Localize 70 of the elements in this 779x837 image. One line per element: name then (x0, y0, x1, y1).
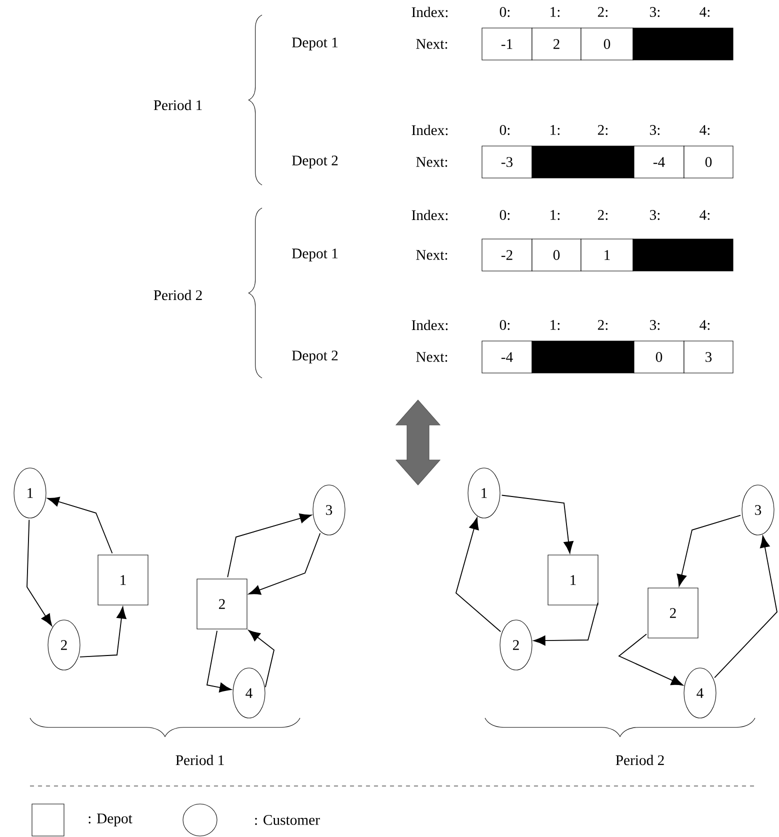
column-label: 0: (500, 125, 510, 135)
value-cell: 1 (580, 238, 634, 272)
column-label: 2: (598, 210, 608, 220)
column-label: 0: (500, 320, 510, 330)
column-label: 4: (700, 125, 710, 135)
depot-label: Depot 2 (292, 156, 338, 168)
arrow (501, 494, 574, 554)
blank-cell (632, 238, 734, 272)
depot-box: 1 (548, 554, 598, 606)
row-label: Index: (412, 210, 448, 220)
column-label: 2: (598, 7, 608, 17)
arrow (714, 536, 778, 678)
row-label: Next: (416, 157, 448, 167)
column-label: 0: (500, 7, 510, 17)
period-label: Period 1 (176, 754, 224, 766)
column-label: 3: (650, 210, 660, 220)
row-label: Next: (416, 39, 448, 49)
column-label: 2: (598, 320, 608, 330)
arrow (26, 519, 52, 626)
period-label: Period 1 (154, 100, 202, 110)
legend-label: : Depot (88, 814, 132, 826)
row-label: Index: (412, 124, 448, 136)
arrow (227, 513, 312, 578)
arrow (79, 606, 126, 658)
column-label: 4: (700, 320, 710, 330)
column-label: 4: (700, 210, 710, 220)
value-cell: 0 (580, 28, 634, 60)
blank-cell (632, 28, 734, 60)
column-label: 2: (598, 125, 608, 135)
depot-label: Depot 1 (292, 38, 338, 50)
value-cell: -4 (634, 146, 684, 178)
column-label: 3: (650, 320, 660, 330)
period-label: Period 2 (616, 754, 664, 766)
row-label: Index: (412, 6, 448, 18)
column-label: 1: (550, 125, 560, 135)
row-label: Next: (416, 250, 448, 260)
depot-label: Depot 1 (292, 248, 338, 262)
arrow (206, 630, 232, 692)
value-cell: 0 (634, 340, 684, 374)
depot-box: 1 (98, 554, 148, 606)
value-cell: -2 (482, 238, 532, 272)
value-cell: 3 (684, 340, 734, 374)
column-label: 3: (650, 7, 660, 17)
column-label: 1: (550, 210, 560, 220)
arrow (248, 630, 275, 688)
arrow (676, 514, 741, 586)
value-cell: 0 (684, 146, 734, 178)
depot-box: 2 (196, 578, 248, 630)
column-label: 0: (500, 210, 510, 220)
row-label: Next: (416, 352, 448, 362)
arrow (47, 496, 113, 554)
column-label: 1: (550, 320, 560, 330)
legend-label: : Customer (255, 815, 320, 825)
depot-box: 2 (648, 588, 698, 638)
value-cell: 2 (532, 28, 582, 60)
column-label: 3: (650, 125, 660, 135)
column-label: 1: (550, 7, 560, 17)
depot-label: Depot 2 (292, 350, 338, 364)
value-cell: -1 (482, 28, 532, 60)
arrow (618, 634, 684, 686)
value-cell: 0 (532, 238, 582, 272)
arrow (533, 602, 598, 646)
arrow (248, 532, 321, 595)
blank-cell (532, 146, 634, 178)
row-label: Index: (412, 320, 448, 330)
arrow (455, 517, 502, 632)
value-cell: -3 (482, 146, 532, 178)
period-label: Period 2 (154, 290, 202, 300)
value-cell: -4 (482, 340, 532, 374)
blank-cell (532, 340, 634, 374)
